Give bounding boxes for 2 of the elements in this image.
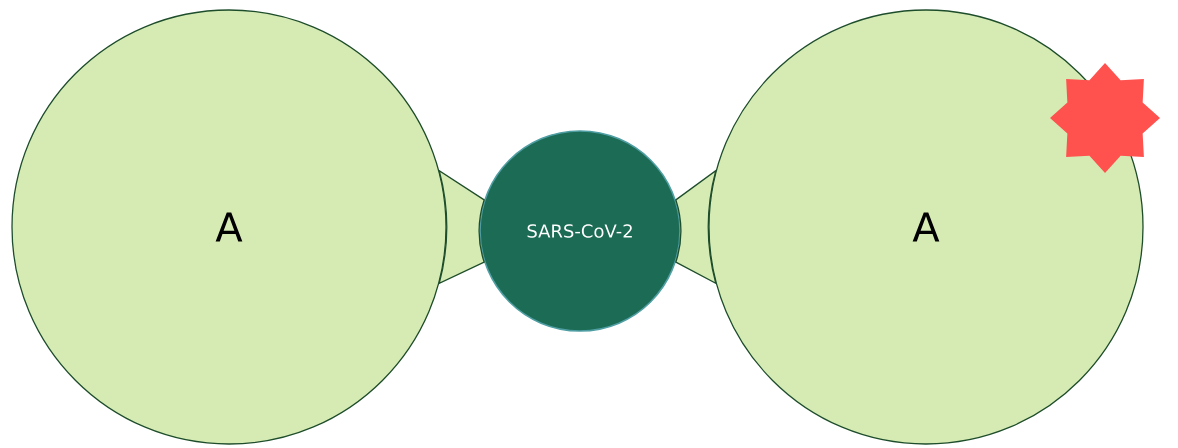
connector-wedge (438, 170, 485, 284)
connector-wedge (675, 170, 717, 284)
